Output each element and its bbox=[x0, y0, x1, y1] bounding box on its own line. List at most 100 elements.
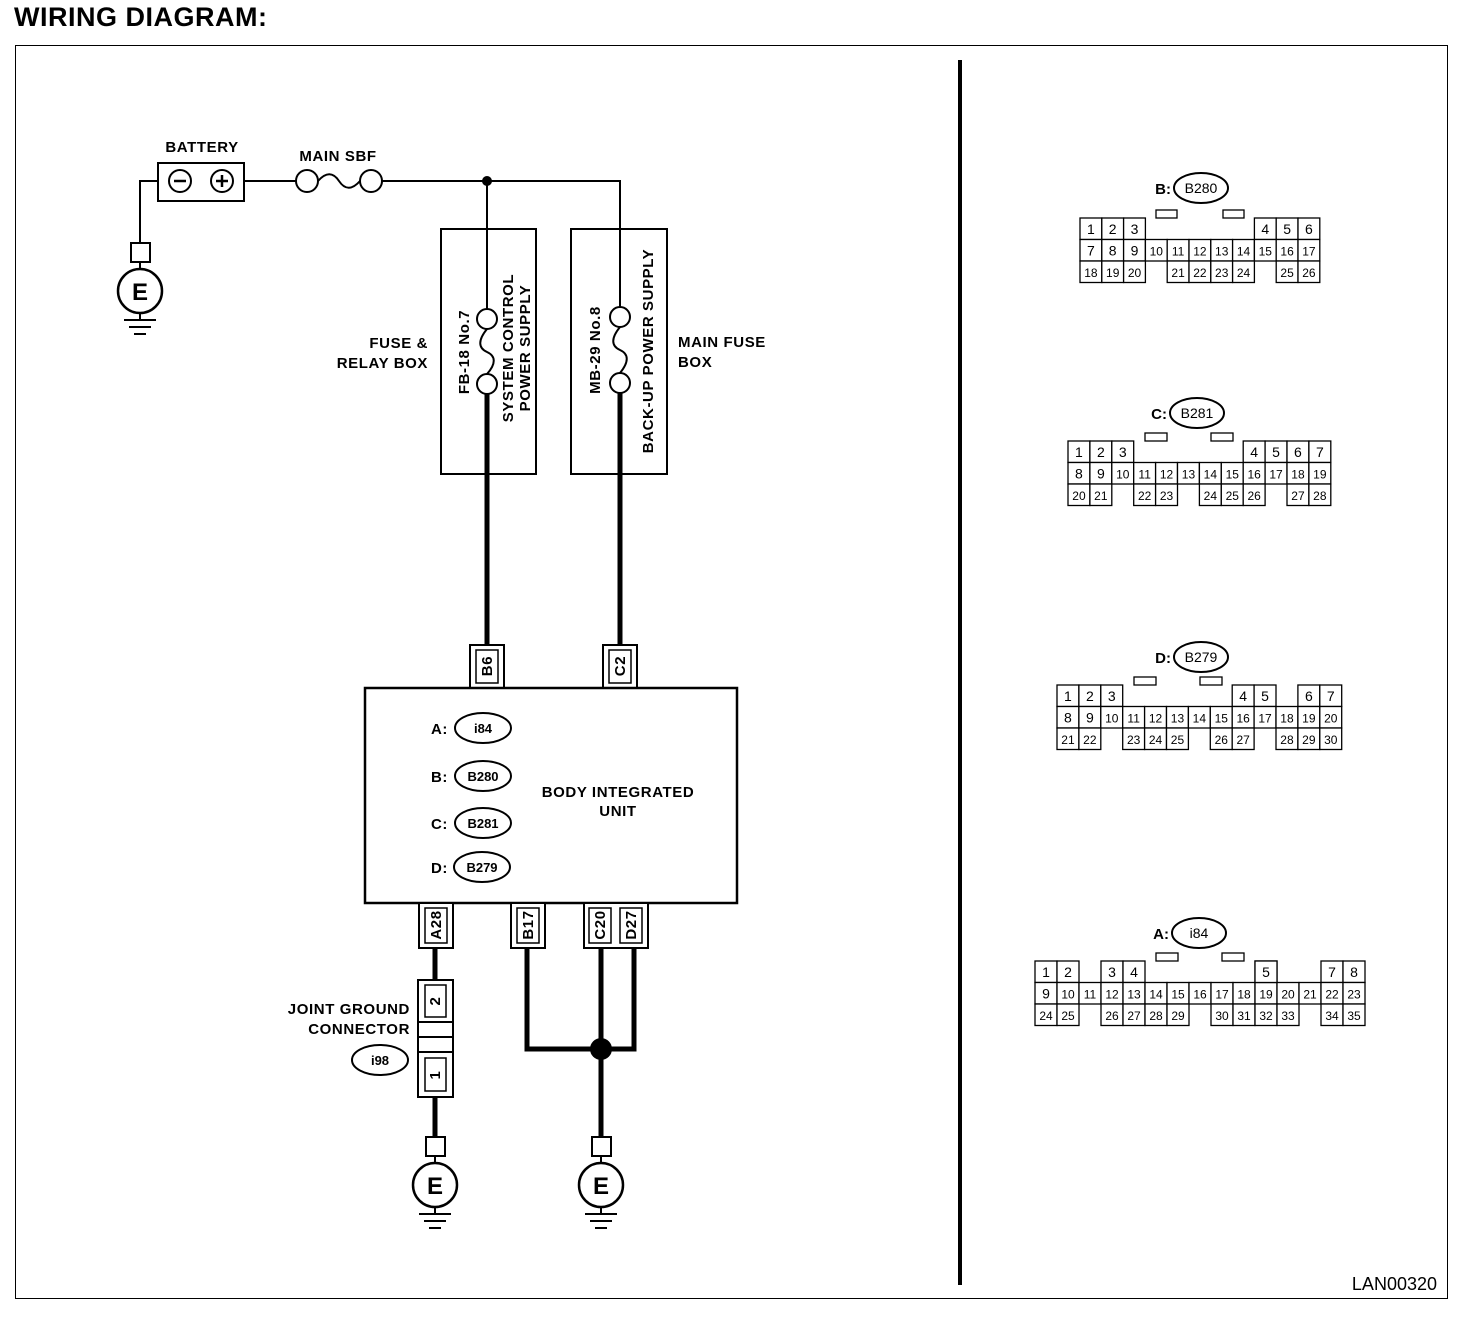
pin-number: 5 bbox=[1272, 444, 1280, 460]
pin-cell: 11 bbox=[1166, 238, 1190, 262]
pin-cell: 11 bbox=[1122, 705, 1146, 729]
svg-text:D27: D27 bbox=[623, 910, 640, 939]
pin-number: 23 bbox=[1347, 987, 1361, 1001]
pin-cell: 16 bbox=[1242, 461, 1266, 485]
connector-key bbox=[1144, 432, 1168, 442]
pin-number: 3 bbox=[1108, 688, 1116, 704]
page-title: WIRING DIAGRAM: bbox=[14, 2, 268, 32]
pin-number: 9 bbox=[1131, 242, 1139, 258]
pin-number: 11 bbox=[1127, 711, 1140, 725]
pin-number: 24 bbox=[1237, 266, 1251, 280]
pin-number: 9 bbox=[1097, 465, 1105, 481]
pin-cell: 13 bbox=[1122, 981, 1146, 1005]
pin-number: 8 bbox=[1350, 964, 1358, 980]
pin-number: 5 bbox=[1283, 221, 1291, 237]
pin-number: 16 bbox=[1247, 467, 1261, 481]
pin-cell: 15 bbox=[1166, 981, 1190, 1005]
pin-number: 17 bbox=[1302, 244, 1316, 258]
pin-number: 30 bbox=[1215, 1009, 1229, 1023]
pin-cell: 5 bbox=[1275, 217, 1299, 241]
pin-number: 10 bbox=[1150, 244, 1164, 258]
pin-cell: 23 bbox=[1154, 483, 1179, 507]
pin-number: 24 bbox=[1204, 489, 1218, 503]
pin-cell: 26 bbox=[1100, 1003, 1124, 1027]
pin-number: 12 bbox=[1105, 987, 1119, 1001]
main-fuse-box-label-1: MAIN FUSE bbox=[678, 334, 766, 351]
pin-number: 4 bbox=[1130, 964, 1138, 980]
pin-number: 35 bbox=[1347, 1009, 1361, 1023]
pin-cell: 8 bbox=[1056, 705, 1080, 729]
connector-key bbox=[1199, 676, 1223, 686]
pin-cell: 22 bbox=[1320, 981, 1344, 1005]
pin-number: 1 bbox=[1064, 688, 1072, 704]
pin-cell: 8 bbox=[1101, 238, 1125, 262]
pin-cell: 6 bbox=[1286, 440, 1310, 464]
pin-number: 21 bbox=[1171, 266, 1185, 280]
pin-number: 28 bbox=[1280, 733, 1294, 747]
svg-text:D:: D: bbox=[431, 860, 448, 877]
svg-text:E: E bbox=[593, 1173, 609, 1200]
pin-number: 8 bbox=[1064, 709, 1072, 725]
pin-cell: 28 bbox=[1275, 727, 1299, 751]
pin-cell: 28 bbox=[1144, 1003, 1168, 1027]
pin-number: 18 bbox=[1237, 987, 1251, 1001]
unit-name-2: UNIT bbox=[599, 803, 636, 820]
pin-cell: 9 bbox=[1089, 461, 1113, 485]
pin-number: 6 bbox=[1305, 688, 1313, 704]
pin-number: 23 bbox=[1160, 489, 1174, 503]
pin-number: 31 bbox=[1237, 1009, 1251, 1023]
ground-symbol-unit: E bbox=[577, 1136, 625, 1229]
pin-cell: 17 bbox=[1210, 981, 1234, 1005]
pin-number: 3 bbox=[1108, 964, 1116, 980]
pin-number: 29 bbox=[1171, 1009, 1185, 1023]
pin-number: 8 bbox=[1075, 465, 1083, 481]
joint-ground-label-2: CONNECTOR bbox=[308, 1021, 410, 1038]
pin-cell: 5 bbox=[1254, 960, 1278, 984]
pin-cell: 6 bbox=[1297, 684, 1321, 708]
joint-ground-connector: 2 1 bbox=[417, 979, 454, 1098]
pin-number: 11 bbox=[1084, 987, 1097, 1001]
pin-number: 16 bbox=[1193, 987, 1207, 1001]
fuse-fb18-label: FB-18 No.7 bbox=[456, 310, 473, 394]
pin-cell: 25 bbox=[1165, 727, 1190, 751]
splice-dot-ground bbox=[590, 1038, 612, 1060]
pin-cell: 17 bbox=[1253, 705, 1277, 729]
pin-number: 13 bbox=[1171, 711, 1185, 725]
pin-number: 15 bbox=[1171, 987, 1185, 1001]
pin-cell: 3 bbox=[1100, 684, 1124, 708]
svg-text:E: E bbox=[132, 279, 148, 306]
diagram-frame bbox=[15, 45, 1448, 1299]
pin-number: 5 bbox=[1261, 688, 1269, 704]
pin-cell: 4 bbox=[1122, 960, 1146, 984]
pin-number: 21 bbox=[1061, 733, 1075, 747]
pin-number: 22 bbox=[1083, 733, 1097, 747]
pin-number: 19 bbox=[1259, 987, 1273, 1001]
connector-key bbox=[1221, 952, 1245, 962]
connector-key bbox=[1133, 676, 1157, 686]
pin-cell: 11 bbox=[1133, 461, 1157, 485]
pin-number: 5 bbox=[1262, 964, 1270, 980]
pin-number: 13 bbox=[1215, 244, 1229, 258]
connector-face-prefix: D: bbox=[1155, 650, 1171, 667]
figure-id: LAN00320 bbox=[1352, 1274, 1437, 1294]
pin-number: 10 bbox=[1061, 987, 1075, 1001]
pin-cell: 21 bbox=[1056, 727, 1080, 751]
pin-number: 1 bbox=[1075, 444, 1083, 460]
pin-cell: 23 bbox=[1210, 260, 1234, 284]
pin-number: 12 bbox=[1160, 467, 1174, 481]
connector-key bbox=[1155, 952, 1179, 962]
pin-cell: 8 bbox=[1067, 461, 1091, 485]
pin-number: 9 bbox=[1042, 985, 1050, 1001]
pin-number: 18 bbox=[1084, 266, 1098, 280]
pin-number: 25 bbox=[1226, 489, 1240, 503]
pin-cell: 12 bbox=[1143, 705, 1168, 729]
pin-number: 19 bbox=[1106, 266, 1120, 280]
pin-cell: 16 bbox=[1231, 705, 1255, 729]
pin-number: 25 bbox=[1280, 266, 1294, 280]
pin-number: 26 bbox=[1302, 266, 1316, 280]
connector-face-id: B281 bbox=[1181, 405, 1214, 421]
pin-number: 22 bbox=[1138, 489, 1152, 503]
pin-cell: 13 bbox=[1210, 238, 1234, 262]
pin-cell: 1 bbox=[1067, 440, 1091, 464]
